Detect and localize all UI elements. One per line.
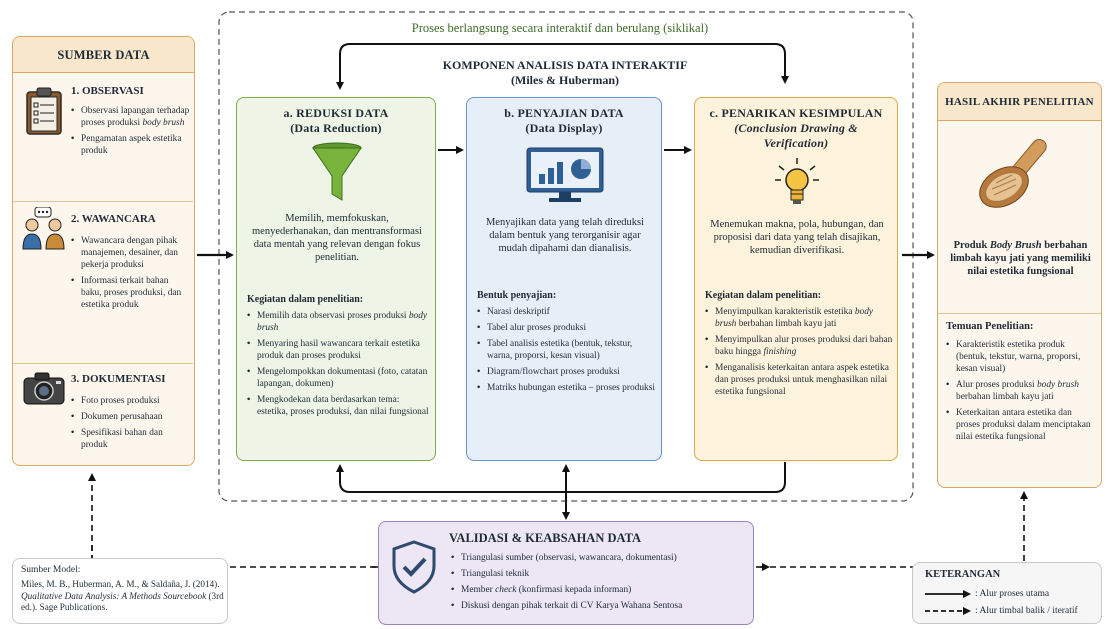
people-talking-icon [22, 207, 65, 250]
list-item: Observasi lapangan terhadap proses produ… [71, 105, 191, 129]
list-item: Spesifikasi bahan dan produk [71, 427, 191, 451]
clipboard-icon [26, 87, 62, 135]
list-item: Narasi deskriptif [477, 306, 655, 318]
sumber-model-box: Sumber Model: Miles, M. B., Huberman, A.… [12, 558, 228, 624]
cycle-arrow-bottom [336, 462, 786, 493]
monitor-chart-icon [526, 147, 604, 202]
list-item: Diagram/flowchart proses produksi [477, 366, 655, 378]
list-item: Dokumen perusahaan [71, 411, 191, 423]
center-title-line1: KOMPONEN ANALISIS DATA INTERAKTIF [442, 58, 688, 72]
dokumentasi-list: Foto proses produksi Dokumen perusahaan … [71, 395, 191, 455]
list-item: Menyimpulkan karakteristik estetika body… [705, 306, 893, 330]
penyajian-description: Menyajikan data yang telah direduksi dal… [485, 217, 645, 254]
center-title-line2: (Miles & Huberman) [511, 73, 619, 87]
list-item: Mengelompokkan dokumentasi (foto, catata… [247, 366, 429, 390]
list-item: Memilih data observasi proses produksi b… [247, 310, 429, 334]
divider [938, 313, 1101, 314]
center-title: KOMPONEN ANALISIS DATA INTERAKTIF (Miles… [420, 58, 710, 88]
list-item: Pengamatan aspek estetika produk [71, 133, 191, 157]
divider [13, 363, 193, 364]
legend-solid-label: : Alur proses utama [975, 589, 1050, 599]
list-item: Foto proses produksi [71, 395, 191, 407]
funnel-icon [312, 142, 362, 201]
list-item: Mengkodekan data berdasarkan tema: estet… [247, 394, 429, 418]
list-item: Diskusi dengan pihak terkait di CV Karya… [451, 600, 749, 612]
list-item: Member check (konfirmasi kepada informan… [451, 584, 749, 596]
reduksi-subtitle: (Data Reduction) [290, 121, 382, 135]
loop-label: Proses berlangsung secara interaktif dan… [411, 21, 709, 35]
hasil-product: Produk Body Brush berbahan limbah kayu j… [950, 240, 1091, 277]
kesimpulan-kegiatan-label: Kegiatan dalam penelitian: [705, 290, 822, 301]
list-item: Matriks hubungan estetika – proses produ… [477, 382, 655, 394]
dokumentasi-title: 3. DOKUMENTASI [71, 373, 166, 385]
lightbulb-icon [775, 158, 819, 204]
legend-dashed-label: : Alur timbal balik / iteratif [975, 606, 1078, 616]
sumber-model-label: Sumber Model: [21, 565, 81, 575]
list-item: Alur proses produksi body brush berbahan… [946, 379, 1098, 403]
penyajian-title: b. PENYAJIAN DATA [504, 106, 624, 120]
reduksi-panel: a. REDUKSI DATA (Data Reduction) Memilih… [236, 97, 436, 461]
feedback-right [760, 491, 1028, 568]
wawancara-list: Wawancara dengan pihak manajemen, desain… [71, 235, 191, 315]
camera-icon [23, 372, 65, 405]
reduksi-description: Memilih, memfokuskan, menyederhanakan, d… [252, 213, 422, 263]
kesimpulan-title: c. PENARIKAN KESIMPULAN [709, 106, 883, 120]
list-item: Wawancara dengan pihak manajemen, desain… [71, 235, 191, 271]
list-item: Keterkaitan antara estetika dan proses p… [946, 407, 1098, 443]
penyajian-panel: b. PENYAJIAN DATA (Data Display) Menyaji… [466, 97, 662, 461]
kesimpulan-subtitle: (Conclusion Drawing & Verification) [734, 121, 858, 150]
hasil-panel: HASIL AKHIR PENELITIAN Produk Body Brush… [937, 82, 1102, 488]
feedback-left [88, 473, 376, 568]
penyajian-subtitle: (Data Display) [525, 121, 603, 135]
validasi-list: Triangulasi sumber (observasi, wawancara… [451, 552, 749, 616]
body-brush-icon [979, 138, 1047, 208]
list-item: Triangulasi sumber (observasi, wawancara… [451, 552, 749, 564]
kesimpulan-list: Menyimpulkan karakteristik estetika body… [705, 306, 893, 402]
list-item: Informasi terkait bahan baku, proses pro… [71, 275, 191, 311]
divider [13, 201, 193, 202]
hasil-temuan-label: Temuan Penelitian: [946, 321, 1034, 332]
penyajian-bentuk-label: Bentuk penyajian: [477, 290, 557, 301]
penyajian-list: Narasi deskriptif Tabel alur proses prod… [477, 306, 655, 398]
validasi-title: VALIDASI & KEABSAHAN DATA [449, 531, 642, 545]
list-item: Tabel analisis estetika (bentuk, tekstur… [477, 338, 655, 362]
reduksi-list: Memilih data observasi proses produksi b… [247, 310, 429, 422]
list-item: Menyimpulkan alur proses produksi dari b… [705, 334, 893, 358]
list-item: Menganalisis keterkaitan antara aspek es… [705, 362, 893, 398]
validasi-panel: VALIDASI & KEABSAHAN DATA Triangulasi su… [378, 521, 754, 625]
list-item: Karakteristik estetika produk (bentuk, t… [946, 339, 1098, 375]
hasil-header: HASIL AKHIR PENELITIAN [938, 83, 1101, 121]
sumber-data-header: SUMBER DATA [13, 37, 194, 73]
list-item: Menyaring hasil wawancara terkait esteti… [247, 338, 429, 362]
legend-arrows [925, 590, 971, 615]
observasi-title: 1. OBSERVASI [71, 85, 144, 97]
sumber-data-panel: SUMBER DATA 1. OBSERVASI Observasi lapan… [12, 36, 195, 466]
kesimpulan-description: Menemukan makna, pola, hubungan, dan pro… [710, 219, 884, 256]
legend-box: KETERANGAN : Alur proses utama : Alur ti… [912, 562, 1102, 624]
sumber-model-citation: Miles, M. B., Huberman, A. M., & Saldaña… [21, 579, 224, 612]
reduksi-kegiatan-label: Kegiatan dalam penelitian: [247, 294, 364, 305]
kesimpulan-panel: c. PENARIKAN KESIMPULAN (Conclusion Draw… [694, 97, 898, 461]
list-item: Tabel alur proses produksi [477, 322, 655, 334]
list-item: Triangulasi teknik [451, 568, 749, 580]
legend-title: KETERANGAN [925, 569, 1001, 580]
wawancara-title: 2. WAWANCARA [71, 213, 156, 225]
shield-check-icon [392, 540, 436, 594]
reduksi-title: a. REDUKSI DATA [283, 106, 389, 120]
observasi-list: Observasi lapangan terhadap proses produ… [71, 105, 191, 161]
hasil-list: Karakteristik estetika produk (bentuk, t… [946, 339, 1098, 447]
